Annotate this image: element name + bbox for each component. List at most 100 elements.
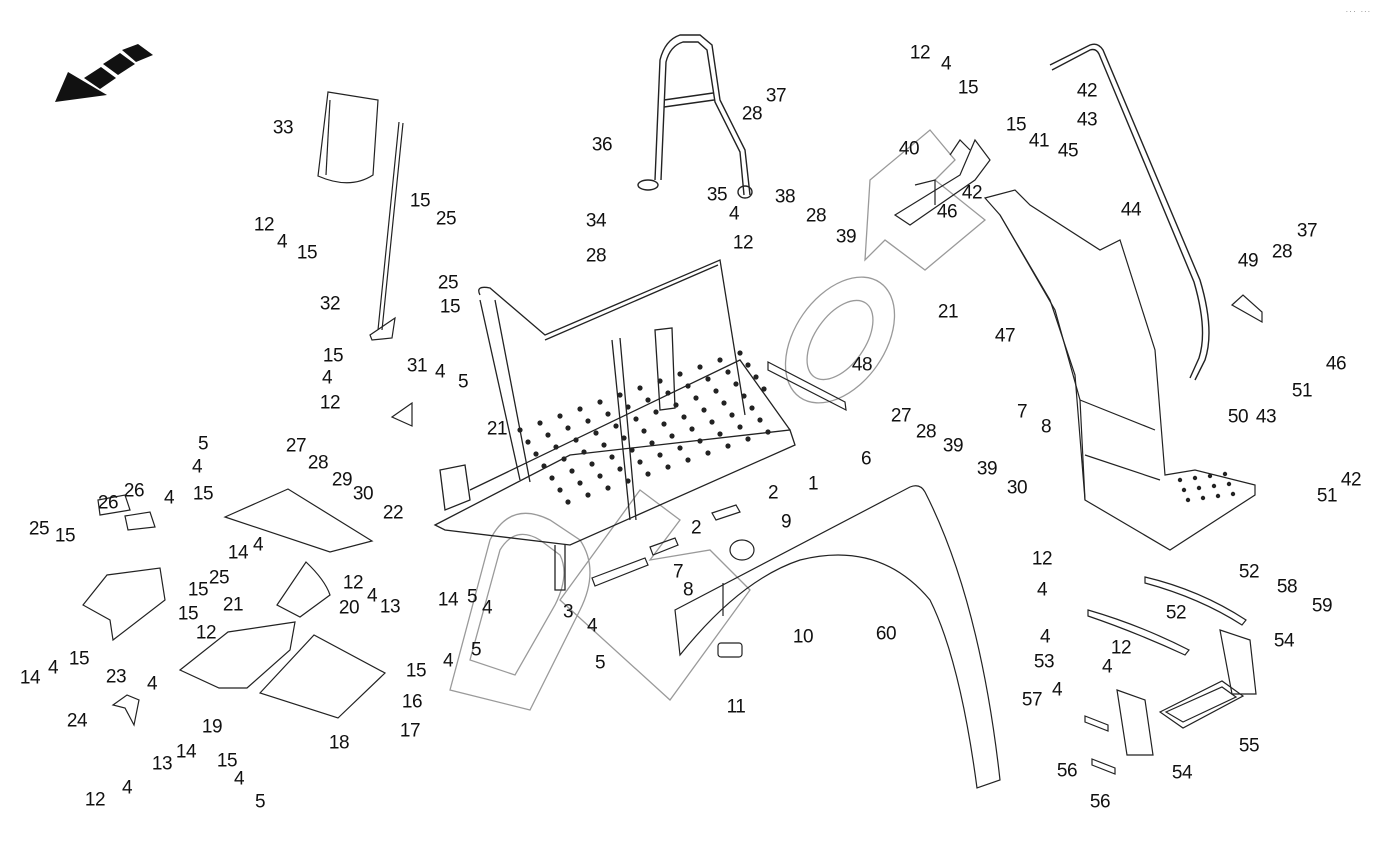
perforation-hole <box>653 409 659 415</box>
callout-label-5: 5 <box>197 433 209 455</box>
callout-label-55: 55 <box>1238 735 1260 757</box>
callout-label-5: 5 <box>457 371 469 393</box>
perforation-hole <box>593 430 599 436</box>
perforation-hole <box>1215 493 1221 499</box>
perforation-hole <box>669 433 675 439</box>
callout-label-41: 41 <box>1028 130 1050 152</box>
perforation-hole <box>745 362 751 368</box>
part-19-cover-plate <box>178 621 296 689</box>
callout-label-8: 8 <box>682 579 694 601</box>
callout-label-7: 7 <box>672 561 684 583</box>
perforation-hole <box>553 444 559 450</box>
perforation-hole <box>1196 485 1202 491</box>
perforation-hole <box>1207 473 1213 479</box>
perforation-hole <box>741 393 747 399</box>
callout-label-4: 4 <box>728 203 740 225</box>
perforation-hole <box>549 475 555 481</box>
perforation-hole <box>665 464 671 470</box>
part-36-handrail-frame <box>637 34 753 199</box>
callout-label-15: 15 <box>322 345 344 367</box>
callout-label-13: 13 <box>151 753 173 775</box>
callout-label-48: 48 <box>851 354 873 376</box>
perforation-hole <box>569 468 575 474</box>
callout-label-28: 28 <box>1271 241 1293 263</box>
callout-label-5: 5 <box>254 791 266 813</box>
perforation-hole <box>609 454 615 460</box>
callout-label-4: 4 <box>276 231 288 253</box>
callout-label-4: 4 <box>121 777 133 799</box>
perforation-hole <box>525 439 531 445</box>
perforation-hole <box>649 440 655 446</box>
perforation-hole <box>613 423 619 429</box>
callout-label-25: 25 <box>435 208 457 230</box>
perforation-hole <box>573 437 579 443</box>
callout-label-15: 15 <box>1005 114 1027 136</box>
perforation-hole <box>557 413 563 419</box>
callout-label-3: 3 <box>562 601 574 623</box>
perforation-hole <box>729 412 735 418</box>
part-22-floor-plate <box>223 488 374 553</box>
callout-label-4: 4 <box>163 487 175 509</box>
perforation-hole <box>753 374 759 380</box>
perforation-hole <box>1230 491 1236 497</box>
perforation-hole <box>1177 477 1183 483</box>
callout-label-51: 51 <box>1316 485 1338 507</box>
callout-label-15: 15 <box>187 579 209 601</box>
callout-label-53: 53 <box>1033 651 1055 673</box>
part-9-reflector-disc <box>729 539 755 561</box>
perforation-hole <box>565 499 571 505</box>
perforation-hole <box>725 369 731 375</box>
perforation-hole <box>677 445 683 451</box>
part-24-small-bracket <box>111 694 140 727</box>
perforation-hole <box>637 385 643 391</box>
callout-label-36: 36 <box>591 134 613 156</box>
perforation-hole <box>533 451 539 457</box>
callout-label-26: 26 <box>97 492 119 514</box>
perforation-hole <box>709 419 715 425</box>
perforation-hole <box>701 407 707 413</box>
perforation-hole <box>705 450 711 456</box>
callout-label-4: 4 <box>442 650 454 672</box>
perforation-hole <box>717 357 723 363</box>
perforation-hole <box>705 376 711 382</box>
callout-label-23: 23 <box>105 666 127 688</box>
callout-label-52: 52 <box>1238 561 1260 583</box>
part-32-rod <box>369 121 404 341</box>
perforation-hole <box>749 405 755 411</box>
callout-label-15: 15 <box>439 296 461 318</box>
perforation-hole <box>677 371 683 377</box>
perforation-hole <box>733 381 739 387</box>
callout-label-27: 27 <box>285 435 307 457</box>
callout-label-37: 37 <box>1296 220 1318 242</box>
perforation-hole <box>737 350 743 356</box>
callout-label-25: 25 <box>28 518 50 540</box>
part-1-platform-frame <box>433 259 796 591</box>
perforation-hole <box>597 473 603 479</box>
callout-label-52: 52 <box>1165 602 1187 624</box>
perforation-hole <box>585 492 591 498</box>
callout-label-39: 39 <box>835 226 857 248</box>
callout-label-15: 15 <box>177 603 199 625</box>
part-44-handrail <box>1049 43 1210 381</box>
callout-label-28: 28 <box>307 452 329 474</box>
perforation-hole <box>685 383 691 389</box>
callout-label-4: 4 <box>434 361 446 383</box>
callout-label-28: 28 <box>741 103 763 125</box>
callout-label-6: 6 <box>860 448 872 470</box>
callout-label-45: 45 <box>1057 140 1079 162</box>
callout-label-17: 17 <box>399 720 421 742</box>
part-52-step-straps <box>1087 576 1247 656</box>
callout-label-15: 15 <box>68 648 90 670</box>
perforation-hole <box>565 425 571 431</box>
callout-label-5: 5 <box>594 652 606 674</box>
callout-label-14: 14 <box>437 589 459 611</box>
callout-label-33: 33 <box>272 117 294 139</box>
callout-label-25: 25 <box>437 272 459 294</box>
callout-label-31: 31 <box>406 355 428 377</box>
perforation-hole <box>717 431 723 437</box>
perforation-hole <box>721 400 727 406</box>
perforation-hole <box>689 426 695 432</box>
callout-label-4: 4 <box>1101 656 1113 678</box>
perforation-hole <box>617 466 623 472</box>
